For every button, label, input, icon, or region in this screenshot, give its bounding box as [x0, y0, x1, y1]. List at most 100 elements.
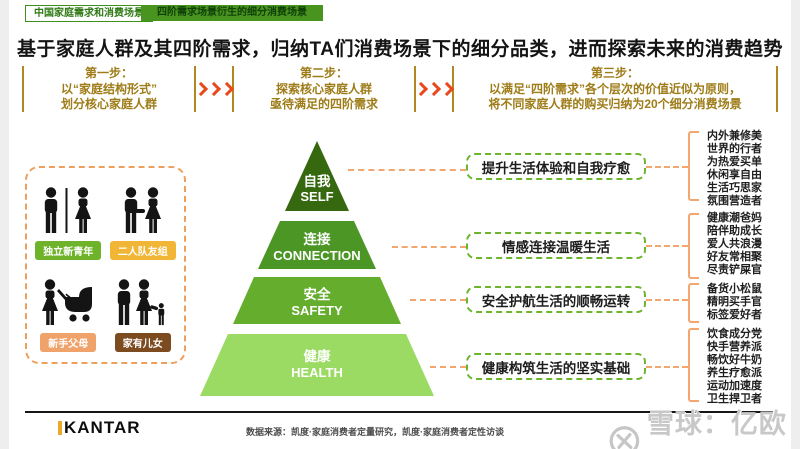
step-3-label: 第三步：: [590, 66, 639, 80]
list-item: 运动加速度: [707, 380, 762, 392]
page-title: 基于家庭人群及其四阶需求，归纳TA们消费场景下的细分品类，进而探索未来的消费趋势: [17, 39, 783, 60]
list-item: 世界的行者: [707, 143, 762, 155]
pyramid-health-en: HEALTH: [291, 365, 343, 380]
connector-safety: [410, 299, 466, 301]
pyramid-self-en: SELF: [300, 189, 333, 204]
step-3-line1: 以满足“四阶需求”各个层次的价值近似为原则，: [488, 81, 741, 96]
family-group-couple: 二人队友组: [106, 180, 181, 260]
man-woman-divided-icon: [45, 187, 92, 233]
connector-connection: [392, 246, 466, 248]
pyramid-connection-zh: 连接: [304, 231, 331, 247]
chevron-right-icon: [193, 82, 235, 97]
bracket-health: [688, 328, 699, 402]
pyramid-connection-en: CONNECTION: [273, 248, 360, 263]
couple-icon: [124, 187, 161, 233]
pyramid-level-self: [285, 141, 349, 211]
benefit-box-health: 健康构筑生活的坚实基础: [466, 353, 646, 380]
benefit-box-connection: 情感连接温暖生活: [466, 232, 646, 259]
family-group-label: 家有儿女: [114, 333, 171, 352]
segment-list-self: 内外兼修美 世界的行者 为热爱买单 休闲享自由 生活巧思家 氛围营造者: [707, 130, 799, 208]
step-3-line2: 将不同家庭人群的购买归纳为20个细分消费场景: [488, 97, 742, 111]
list-item: 为热爱买单: [707, 156, 762, 168]
list-item: 畅饮好牛奶: [707, 354, 762, 366]
family-group-new-parents: 新手父母: [31, 272, 106, 352]
step-divider-bar: [452, 66, 454, 113]
list-item: 尽责铲屎官: [707, 264, 762, 276]
list-item: 精明买手官: [707, 296, 762, 308]
kantar-logo-gold-bar: [58, 421, 62, 435]
list-item: 卫生捍卫者: [707, 393, 762, 405]
family-group-with-children: 家有儿女: [106, 272, 181, 352]
pyramid-level-health: [200, 334, 434, 396]
list-item: 标签爱好者: [707, 309, 762, 321]
parent-stroller-icon: [42, 279, 93, 325]
pyramid-health-zh: 健康: [304, 348, 331, 364]
tab-china-family-needs[interactable]: 中国家庭需求和消费场景: [25, 5, 153, 22]
step-1-line1: 以“家庭结构形式”: [60, 81, 157, 96]
list-item: 快手营养派: [707, 341, 762, 353]
benefit-box-safety: 安全护航生活的顺畅运转: [466, 286, 646, 313]
step-divider-bar: [194, 66, 196, 113]
family-with-child-icon: [117, 279, 165, 326]
pyramid-self-zh: 自我: [304, 173, 331, 189]
benefit-box-self: 提升生活体验和自我疗愈: [466, 153, 646, 180]
step-1-line2: 划分核心家庭人群: [60, 97, 157, 111]
xueqiu-snowball-icon: [609, 426, 640, 449]
step-1-label: 第一步：: [84, 66, 133, 80]
family-group-label: 二人队友组: [109, 241, 176, 260]
step-2-line1: 探索核心家庭人群: [275, 81, 372, 96]
footer-divider: [25, 411, 773, 413]
steps-row: 第一步： 以“家庭结构形式” 划分核心家庭人群 第二步： 探索核心家庭人群 亟待…: [22, 66, 778, 113]
list-item: 备货小松鼠: [707, 283, 762, 295]
family-group-independent-youth: 独立新青年: [31, 180, 106, 260]
right-edge-gutter: [791, 0, 800, 449]
connector-self-list: [646, 166, 688, 168]
family-group-label: 新手父母: [40, 333, 97, 352]
kantar-logo: KANTAR: [58, 418, 141, 438]
list-item: 爱人共浪漫: [707, 238, 762, 250]
watermark: 雪球：亿欧网: [608, 402, 800, 449]
step-2-label: 第二步：: [299, 66, 348, 80]
bracket-safety: [688, 283, 699, 323]
pyramid-safety-en: SAFETY: [291, 303, 343, 318]
pyramid-safety-zh: 安全: [304, 286, 331, 302]
list-item: 生活巧思家: [707, 182, 762, 194]
segment-list-safety: 备货小松鼠 精明买手官 标签爱好者: [707, 283, 799, 322]
step-divider-bar: [232, 66, 234, 113]
list-item: 好友常相聚: [707, 251, 762, 263]
list-item: 陪伴助成长: [707, 225, 762, 237]
connector-connection-list: [646, 245, 688, 247]
bracket-self: [688, 131, 699, 201]
bracket-connection: [688, 213, 699, 279]
kantar-logo-text: KANTAR: [64, 418, 141, 437]
step-2: 第二步： 探索核心家庭人群 亟待满足的四阶需求: [234, 66, 414, 113]
watermark-text: 雪球：亿欧网: [646, 409, 787, 449]
pyramid-level-safety: [233, 277, 401, 324]
left-edge-gutter: [0, 0, 9, 449]
needs-pyramid: 自我 SELF 连接 CONNECTION 安全 SAFETY 健康 HEALT…: [200, 141, 434, 396]
list-item: 饮食成分党: [707, 328, 762, 340]
connector-health-list: [646, 366, 688, 368]
step-divider-bar: [22, 66, 24, 113]
list-item: 内外兼修美: [707, 130, 762, 142]
connector-self: [348, 169, 466, 171]
step-3: 第三步： 以满足“四阶需求”各个层次的价值近似为原则， 将不同家庭人群的购买归纳…: [454, 66, 776, 113]
list-item: 健康潮爸妈: [707, 212, 762, 224]
segment-list-health: 饮食成分党 快手营养派 畅饮好牛奶 养生疗愈派 运动加速度 卫生捍卫者: [707, 328, 799, 406]
pyramid-level-connection: [258, 221, 376, 269]
step-divider-bar: [414, 66, 416, 113]
data-source-note: 数据来源：凯度·家庭消费者定量研究，凯度·家庭消费者定性访谈: [246, 427, 504, 437]
tab-four-tier-scenarios[interactable]: 四阶需求场景衍生的细分消费场景: [141, 5, 323, 21]
list-item: 氛围营造者: [707, 195, 762, 207]
connector-safety-list: [646, 299, 688, 301]
step-1: 第一步： 以“家庭结构形式” 划分核心家庭人群: [24, 66, 194, 113]
family-groups-panel: 独立新青年 二人队友组: [25, 166, 186, 364]
connector-health: [430, 366, 466, 368]
step-divider-bar: [776, 66, 778, 113]
chevron-right-icon: [413, 82, 455, 97]
list-item: 休闲享自由: [707, 169, 762, 181]
list-item: 养生疗愈派: [707, 367, 762, 379]
segment-list-connection: 健康潮爸妈 陪伴助成长 爱人共浪漫 好友常相聚 尽责铲屎官: [707, 212, 799, 277]
family-group-label: 独立新青年: [35, 241, 102, 260]
